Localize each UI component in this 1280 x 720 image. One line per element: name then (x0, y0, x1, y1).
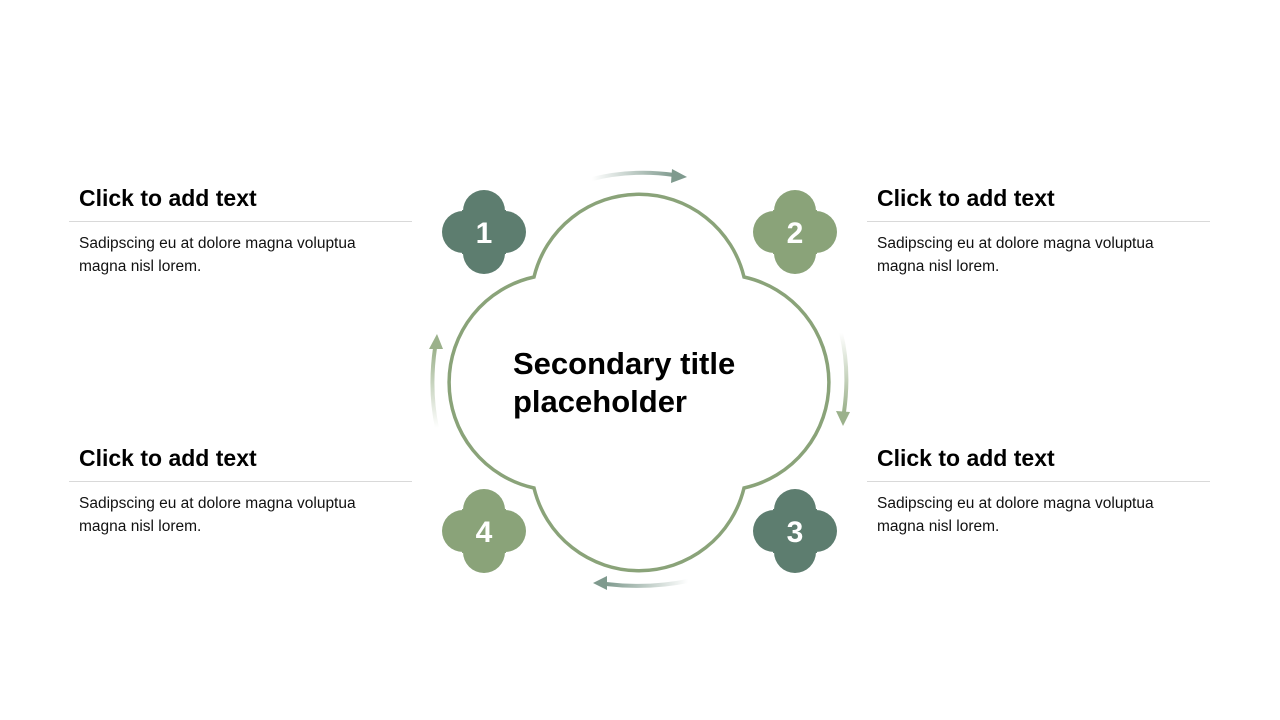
step-4-number: 4 (476, 516, 493, 549)
step-2-text-block: Click to add text Sadipscing eu at dolor… (867, 184, 1210, 278)
step-2-badge: 2 (753, 190, 837, 274)
curved-arrow-top (591, 169, 687, 183)
quatrefoil-badge-icon (442, 489, 526, 573)
step-3-number: 3 (787, 516, 804, 549)
step-3-heading[interactable]: Click to add text (867, 444, 1210, 482)
step-1-body[interactable]: Sadipscing eu at dolore magna voluptua m… (79, 235, 356, 275)
step-1-heading[interactable]: Click to add text (69, 184, 412, 222)
step-4-text-block: Click to add text Sadipscing eu at dolor… (69, 444, 412, 538)
curved-arrow-right (836, 332, 850, 426)
step-3-text-block: Click to add text Sadipscing eu at dolor… (867, 444, 1210, 538)
center-quatrefoil-outline (447, 192, 831, 573)
step-4-heading[interactable]: Click to add text (69, 444, 412, 482)
step-4-badge: 4 (442, 489, 526, 573)
step-1-number: 1 (476, 217, 493, 250)
step-1-badge: 1 (442, 190, 526, 274)
step-2-number: 2 (787, 217, 804, 250)
quatrefoil-badge-icon (753, 489, 837, 573)
curved-arrow-left (429, 334, 443, 429)
step-1-text-block: Click to add text Sadipscing eu at dolor… (69, 184, 412, 278)
step-4-body[interactable]: Sadipscing eu at dolore magna voluptua m… (79, 495, 356, 535)
curved-arrow-bottom (593, 576, 689, 590)
center-title[interactable]: Secondary title placeholder (513, 346, 736, 419)
quatrefoil-badge-icon (753, 190, 837, 274)
step-3-badge: 3 (753, 489, 837, 573)
step-2-heading[interactable]: Click to add text (867, 184, 1210, 222)
step-2-body[interactable]: Sadipscing eu at dolore magna voluptua m… (877, 235, 1154, 275)
quatrefoil-badge-icon (442, 190, 526, 274)
step-3-body[interactable]: Sadipscing eu at dolore magna voluptua m… (877, 495, 1154, 535)
